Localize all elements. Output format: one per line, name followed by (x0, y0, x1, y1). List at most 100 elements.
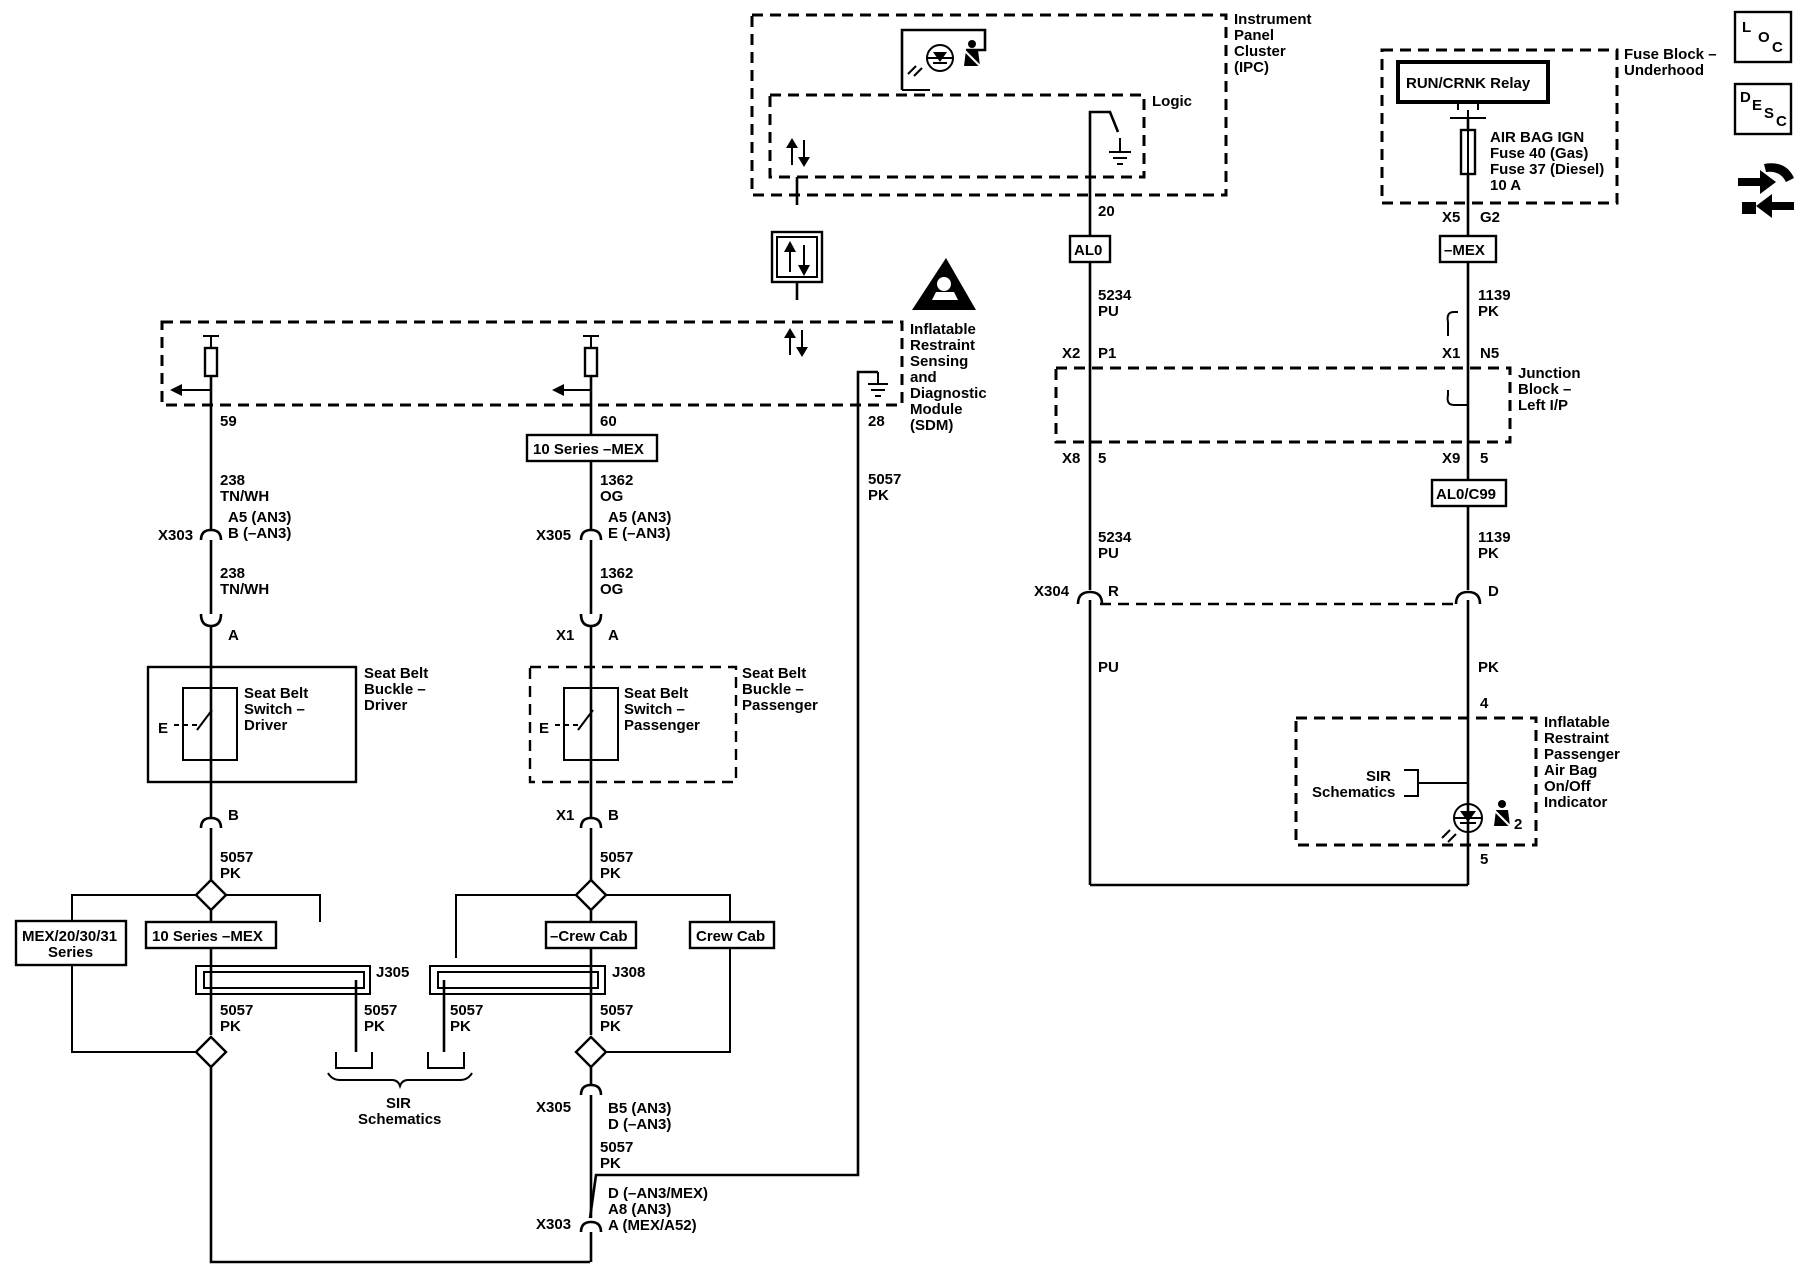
sdm-label-6: Module (910, 401, 963, 418)
driver-buckle-1: Seat Belt (364, 665, 428, 682)
passenger-x1-a: X1 (556, 627, 574, 644)
ipc-label-1: Instrument (1234, 11, 1312, 28)
sir-ind-1: SIR (1366, 768, 1391, 785)
j308-label: J308 (612, 964, 645, 981)
sdm-module: Inflatable Restraint Sensing and Diagnos… (160, 258, 987, 434)
jb-label-2: Block – (1518, 381, 1571, 398)
mex-series-1: MEX/20/30/31 (22, 928, 117, 945)
fuse-block-underhood: Fuse Block – Underhood RUN/CRNK Relay AI… (1380, 46, 1717, 235)
wire-1139b-color: PK (1478, 545, 1499, 562)
wire-5057-p-color: PK (600, 865, 621, 882)
passenger-pin-a: A (608, 627, 619, 644)
wire-5057-bottom-num: 5057 (600, 1139, 633, 1156)
wire-5057-p-num: 5057 (600, 849, 633, 866)
desc-e: E (1752, 97, 1762, 114)
loc-c: C (1772, 39, 1783, 56)
loc-icon[interactable]: L O C (1733, 10, 1793, 64)
option-no-crew-cab: –Crew Cab (550, 928, 628, 945)
passenger-switch-2: Switch – (624, 701, 685, 718)
wire-238b-num: 238 (220, 565, 245, 582)
wire-5057-dl-color: PK (220, 1018, 241, 1035)
wire-1362a-color: OG (600, 488, 623, 505)
option-10-series-mex-bottom: 10 Series –MEX (152, 928, 263, 945)
jb-n5: N5 (1480, 345, 1499, 362)
jb-x2: X2 (1062, 345, 1080, 362)
wire-5057-pl-num: 5057 (450, 1002, 483, 1019)
fuse-block-label-1: Fuse Block – (1624, 46, 1717, 63)
driver-pin-a: A (228, 627, 239, 644)
desc-c: C (1776, 113, 1787, 130)
wire-1362b-num: 1362 (600, 565, 633, 582)
fuse-info-1: AIR BAG IGN (1490, 129, 1584, 146)
driver-switch-1: Seat Belt (244, 685, 308, 702)
option-10-series-mex-top: 10 Series –MEX (533, 441, 644, 458)
sir-label-2: Schematics (358, 1111, 441, 1128)
option-crew-cab: Crew Cab (696, 928, 765, 945)
connector-end-view-icon[interactable] (1738, 163, 1794, 218)
sir-ind-2: Schematics (1312, 784, 1395, 801)
ipc-label-4: (IPC) (1234, 59, 1269, 76)
driver-switch-2: Switch – (244, 701, 305, 718)
x304-label: X304 (1034, 583, 1070, 600)
instrument-panel-cluster: Instrument Panel Cluster (IPC) Logic (750, 11, 1312, 220)
driver-buckle-3: Driver (364, 697, 408, 714)
indicator-label-2: Restraint (1544, 730, 1609, 747)
bottom-x305-b5: B5 (AN3) (608, 1100, 671, 1117)
fuse-pin-x5: X5 (1442, 209, 1460, 226)
x304-pin-d: D (1488, 583, 1499, 600)
sdm-label-3: Sensing (910, 353, 968, 370)
bottom-x305: X305 (536, 1099, 571, 1116)
relay-label: RUN/CRNK Relay (1406, 75, 1531, 92)
bottom-x303-a: A (MEX/A52) (608, 1217, 697, 1234)
bottom-x303: X303 (536, 1216, 571, 1233)
passenger-circuit: 10 Series –MEX 1362 OG X305 A5 (AN3) E (… (427, 376, 818, 1262)
wire-5057-sdm-color: PK (868, 487, 889, 504)
option-al0-c99: AL0/C99 (1436, 486, 1496, 503)
ipc-label-2: Panel (1234, 27, 1274, 44)
desc-icon[interactable]: D E S C (1733, 82, 1793, 136)
wire-5057-pr-color: PK (600, 1018, 621, 1035)
wire-1139a-color: PK (1478, 303, 1499, 320)
driver-buckle-2: Buckle – (364, 681, 426, 698)
connector-x304: X304 R D PU PK 4 (1034, 583, 1499, 887)
passenger-x1-b: X1 (556, 807, 574, 824)
option-al0: AL0 (1074, 242, 1102, 259)
sdm-label-5: Diagnostic (910, 385, 987, 402)
wire-5057-sdm-num: 5057 (868, 471, 901, 488)
indicator-pin-5: 5 (1480, 851, 1488, 868)
wire-5234b-num: 5234 (1098, 529, 1132, 546)
wire-238a-num: 238 (220, 472, 245, 489)
ipc-label-3: Cluster (1234, 43, 1286, 60)
wire-238a-color: TN/WH (220, 488, 269, 505)
wire-pu: PU (1098, 659, 1119, 676)
driver-switch-3: Driver (244, 717, 288, 734)
wire-pk: PK (1478, 659, 1499, 676)
option-mex-top: –MEX (1444, 242, 1485, 259)
desc-s: S (1764, 105, 1774, 122)
airbag-warning-icon (912, 258, 976, 310)
fuse-info-4: 10 A (1490, 177, 1521, 194)
ground-icon (1109, 151, 1131, 165)
loc-o: O (1758, 29, 1770, 46)
j305-label: J305 (376, 964, 409, 981)
wire-238b-color: TN/WH (220, 581, 269, 598)
ipc-pin-20: 20 (1098, 203, 1115, 220)
bottom-x305-d: D (–AN3) (608, 1116, 671, 1133)
indicator-label-3: Passenger (1544, 746, 1620, 763)
mex-series-2: Series (48, 944, 93, 961)
jb-5a: 5 (1098, 450, 1106, 467)
indicator-pin-2: 2 (1514, 816, 1522, 833)
wire-5057-dr-color: PK (364, 1018, 385, 1035)
passenger-buckle-1: Seat Belt (742, 665, 806, 682)
indicator-label-5: On/Off (1544, 778, 1592, 795)
wire-5057-d-num: 5057 (220, 849, 253, 866)
sdm-label-4: and (910, 369, 937, 386)
passenger-airbag-icon (1493, 800, 1511, 827)
jb-label-3: Left I/P (1518, 397, 1568, 414)
logic-label: Logic (1152, 93, 1192, 110)
fuse-info-3: Fuse 37 (Diesel) (1490, 161, 1604, 178)
seatbelt-icon (963, 40, 981, 67)
sdm-ground-28 (868, 372, 888, 397)
jb-x9: X9 (1442, 450, 1460, 467)
